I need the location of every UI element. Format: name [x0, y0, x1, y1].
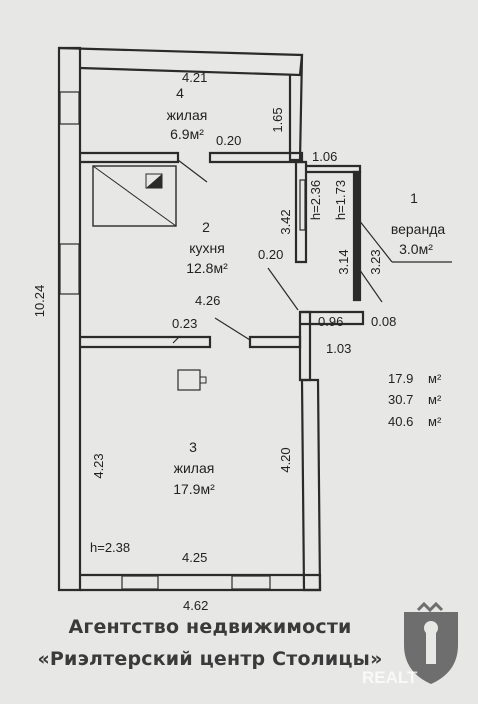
veranda-accents: [354, 172, 360, 300]
summary-unit: м²: [428, 371, 442, 386]
room-number: 4: [176, 85, 184, 101]
summary-unit: м²: [428, 392, 442, 407]
room-area: 6.9м²: [170, 126, 204, 142]
keyhole-icon: [426, 626, 436, 664]
window-room3-a: [121, 575, 159, 590]
room3-wall-right-upper: [298, 310, 312, 382]
room-number: 1: [410, 190, 418, 206]
dim-096: 0.96: [318, 314, 343, 329]
outer-wall-top: [58, 46, 304, 77]
summary-value: 17.9: [388, 371, 413, 386]
dim-room3-left: 4.23: [91, 453, 106, 478]
dim-kitchen-right: 3.42: [278, 209, 293, 234]
room-number: 3: [189, 439, 197, 455]
dim-outer-bottom: 4.62: [183, 598, 208, 613]
stove-diagonal: [92, 165, 177, 227]
door-room4: [177, 159, 208, 183]
dim-veranda-top: 1.06: [312, 149, 337, 164]
room-name: кухня: [189, 240, 225, 256]
crown-icon: [416, 601, 444, 613]
partition-4-2-left: [80, 151, 180, 164]
veranda-wall-bottom: [300, 310, 365, 326]
dim-veranda-right: 3.23: [368, 249, 383, 274]
room-name: жилая: [174, 460, 215, 476]
windows: [59, 91, 306, 590]
dimension-labels: 4.21 1.65 0.20 1.06 h=2.36 h=1.73 3.42 0…: [32, 70, 396, 613]
dim-top-width: 4.21: [182, 70, 207, 85]
leader-323: [356, 265, 383, 303]
outer-wall-bottom: [80, 573, 322, 592]
door-lines: [172, 159, 452, 344]
dim-103: 1.03: [326, 341, 351, 356]
dim-left-total: 10.24: [32, 285, 47, 318]
stove: [92, 165, 177, 227]
dim-h-173: h=1.73: [333, 180, 348, 220]
kitchen-wall-right: [294, 160, 308, 264]
room-area: 3.0м²: [399, 241, 433, 257]
summary-value: 40.6: [388, 414, 413, 429]
room-labels: 4 жилая 6.9м² 2 кухня 12.8м² 3 жилая 17.…: [167, 85, 446, 497]
room-area: 17.9м²: [173, 481, 215, 497]
footer-line-2: «Риэлтерский центр Столицы»: [37, 648, 383, 670]
leader-veranda: [354, 214, 393, 263]
stove-body: [92, 165, 177, 227]
dim-kitchen-door: 0.20: [258, 247, 283, 262]
dim-kitchen-bottom: 4.26: [195, 293, 220, 308]
dim-room3-bottom: 4.25: [182, 550, 207, 565]
room4-wall-right: [288, 54, 304, 162]
walls: [57, 46, 365, 592]
heater-body: [177, 369, 201, 391]
window-room3-b: [231, 575, 271, 590]
dim-wall-023: 0.23: [172, 316, 197, 331]
veranda-wall-fill: [354, 172, 360, 300]
room-name: жилая: [167, 107, 208, 123]
dim-h-238: h=2.38: [90, 540, 130, 555]
room-area: 12.8м²: [186, 260, 228, 276]
heater-pipe: [199, 376, 207, 384]
veranda-wall-top: [306, 164, 362, 174]
summary-value: 30.7: [388, 392, 413, 407]
door-veranda: [267, 267, 299, 311]
watermark: REALT: [362, 668, 418, 687]
window-kitchen: [59, 243, 80, 295]
partition-2-3-left: [80, 335, 212, 349]
dim-room4-door: 0.20: [216, 133, 241, 148]
tick-023: [172, 335, 181, 344]
door-room3: [214, 317, 251, 341]
heater: [177, 369, 207, 391]
room3-wall-right: [300, 378, 322, 592]
agency-shield-logo: [404, 601, 458, 684]
footer-line-1: Агентство недвижимости: [68, 616, 352, 638]
partition-2-3-right: [248, 335, 302, 349]
area-summary: 17.9 м² 30.7 м² 40.6 м²: [388, 371, 442, 429]
room-name: веранда: [391, 221, 446, 237]
dim-008: 0.08: [371, 314, 396, 329]
summary-unit: м²: [428, 414, 442, 429]
room-number: 2: [202, 219, 210, 235]
dim-h-236: h=2.36: [308, 180, 323, 220]
partition-4-2-right: [208, 151, 304, 164]
dim-veranda-left: 3.14: [336, 249, 351, 274]
window-veranda: [299, 179, 306, 231]
dim-room3-right: 4.20: [278, 447, 293, 472]
dim-room4-height: 1.65: [270, 107, 285, 132]
outer-wall-left: [57, 46, 82, 592]
window-room4: [59, 91, 80, 125]
